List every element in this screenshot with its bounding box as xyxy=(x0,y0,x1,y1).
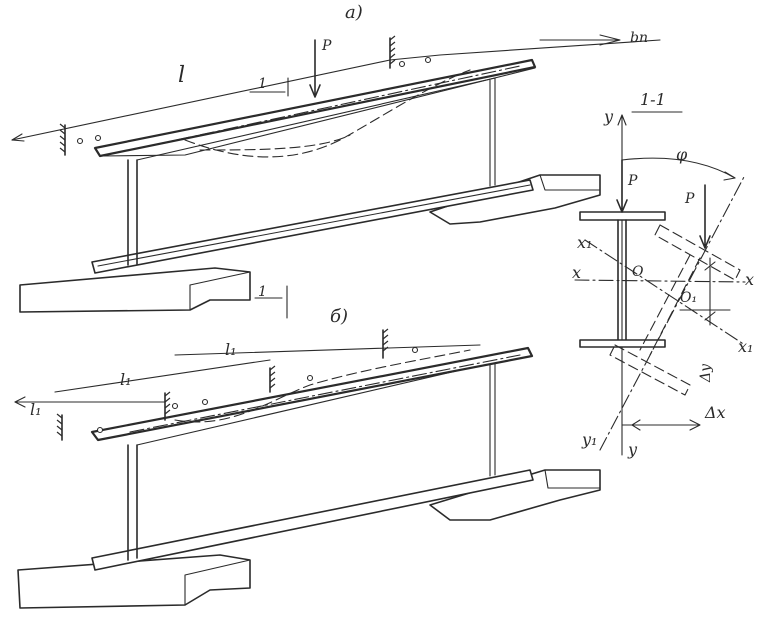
web-a xyxy=(127,159,138,266)
section-mark-bottom xyxy=(254,285,288,319)
load-arrow-a xyxy=(309,39,321,98)
rotated-section xyxy=(654,224,741,281)
section-mark-label-bottom: 1 xyxy=(258,284,267,300)
original-section xyxy=(579,211,666,221)
load-label-a: P xyxy=(321,38,332,54)
fixed-support-2-b xyxy=(164,391,209,421)
support-block-a-right xyxy=(429,174,601,225)
load-arrow-left xyxy=(616,159,628,213)
panel-b: б) l₁ l₁ l₁ xyxy=(14,306,601,609)
x1-axis-label: x₁ xyxy=(577,233,592,252)
bottom-flange-a xyxy=(91,179,534,274)
support-block-b-right xyxy=(429,469,601,521)
load-label-right: P xyxy=(684,191,695,207)
section-mark-top xyxy=(249,77,289,97)
span-label-b1: l₁ xyxy=(30,400,42,419)
section-1-1: 1-1 y y y₁ x x x₁ x₁ P P φ xyxy=(572,90,754,459)
x1-right-label: x₁ xyxy=(738,337,753,356)
span-label-a: l xyxy=(178,63,185,88)
y-bottom-label: y xyxy=(627,440,638,459)
span-label-b3: l₁ xyxy=(225,340,237,359)
x1-axis xyxy=(584,239,746,346)
fixed-support-left-a xyxy=(59,123,102,156)
fixed-support-right-a xyxy=(389,35,432,69)
span-label-b2: l₁ xyxy=(120,370,132,389)
support-block-b xyxy=(17,554,251,609)
load-label-left: P xyxy=(627,173,638,189)
panel-label-b: б) xyxy=(330,306,348,327)
span-dimension-a xyxy=(11,39,661,141)
bottom-flange-b xyxy=(91,469,534,571)
y-axis-label: y xyxy=(603,107,614,126)
x-axis xyxy=(574,279,746,283)
fixed-support-1-b xyxy=(56,413,104,441)
web-b xyxy=(127,444,138,561)
top-flange-a xyxy=(93,58,537,158)
support-block-a xyxy=(19,267,251,313)
panel-a: P 1 1 а) l bп xyxy=(11,2,661,319)
dx-label: Δx xyxy=(704,403,726,422)
flange-width-label: bп xyxy=(630,30,648,46)
top-flange-b xyxy=(90,346,534,442)
origin-label: O xyxy=(632,264,644,280)
fixed-support-4-b xyxy=(382,328,419,359)
buckled-shape-a xyxy=(184,69,471,158)
y1-axis-label: y₁ xyxy=(581,430,597,449)
x-right-label: x xyxy=(745,270,754,289)
load-arrow-right xyxy=(699,184,711,249)
origin1-label: O₁ xyxy=(680,290,697,306)
panel-label-a: а) xyxy=(345,2,363,23)
dy-label: Δy xyxy=(698,363,714,383)
x-axis-label: x xyxy=(572,263,581,282)
angle-label: φ xyxy=(676,145,688,164)
section-title: 1-1 xyxy=(640,90,666,109)
fixed-support-3-b xyxy=(269,365,314,393)
angle-arc xyxy=(621,157,736,179)
span-dimension-b xyxy=(14,344,481,403)
section-mark-label-top: 1 xyxy=(258,76,267,92)
